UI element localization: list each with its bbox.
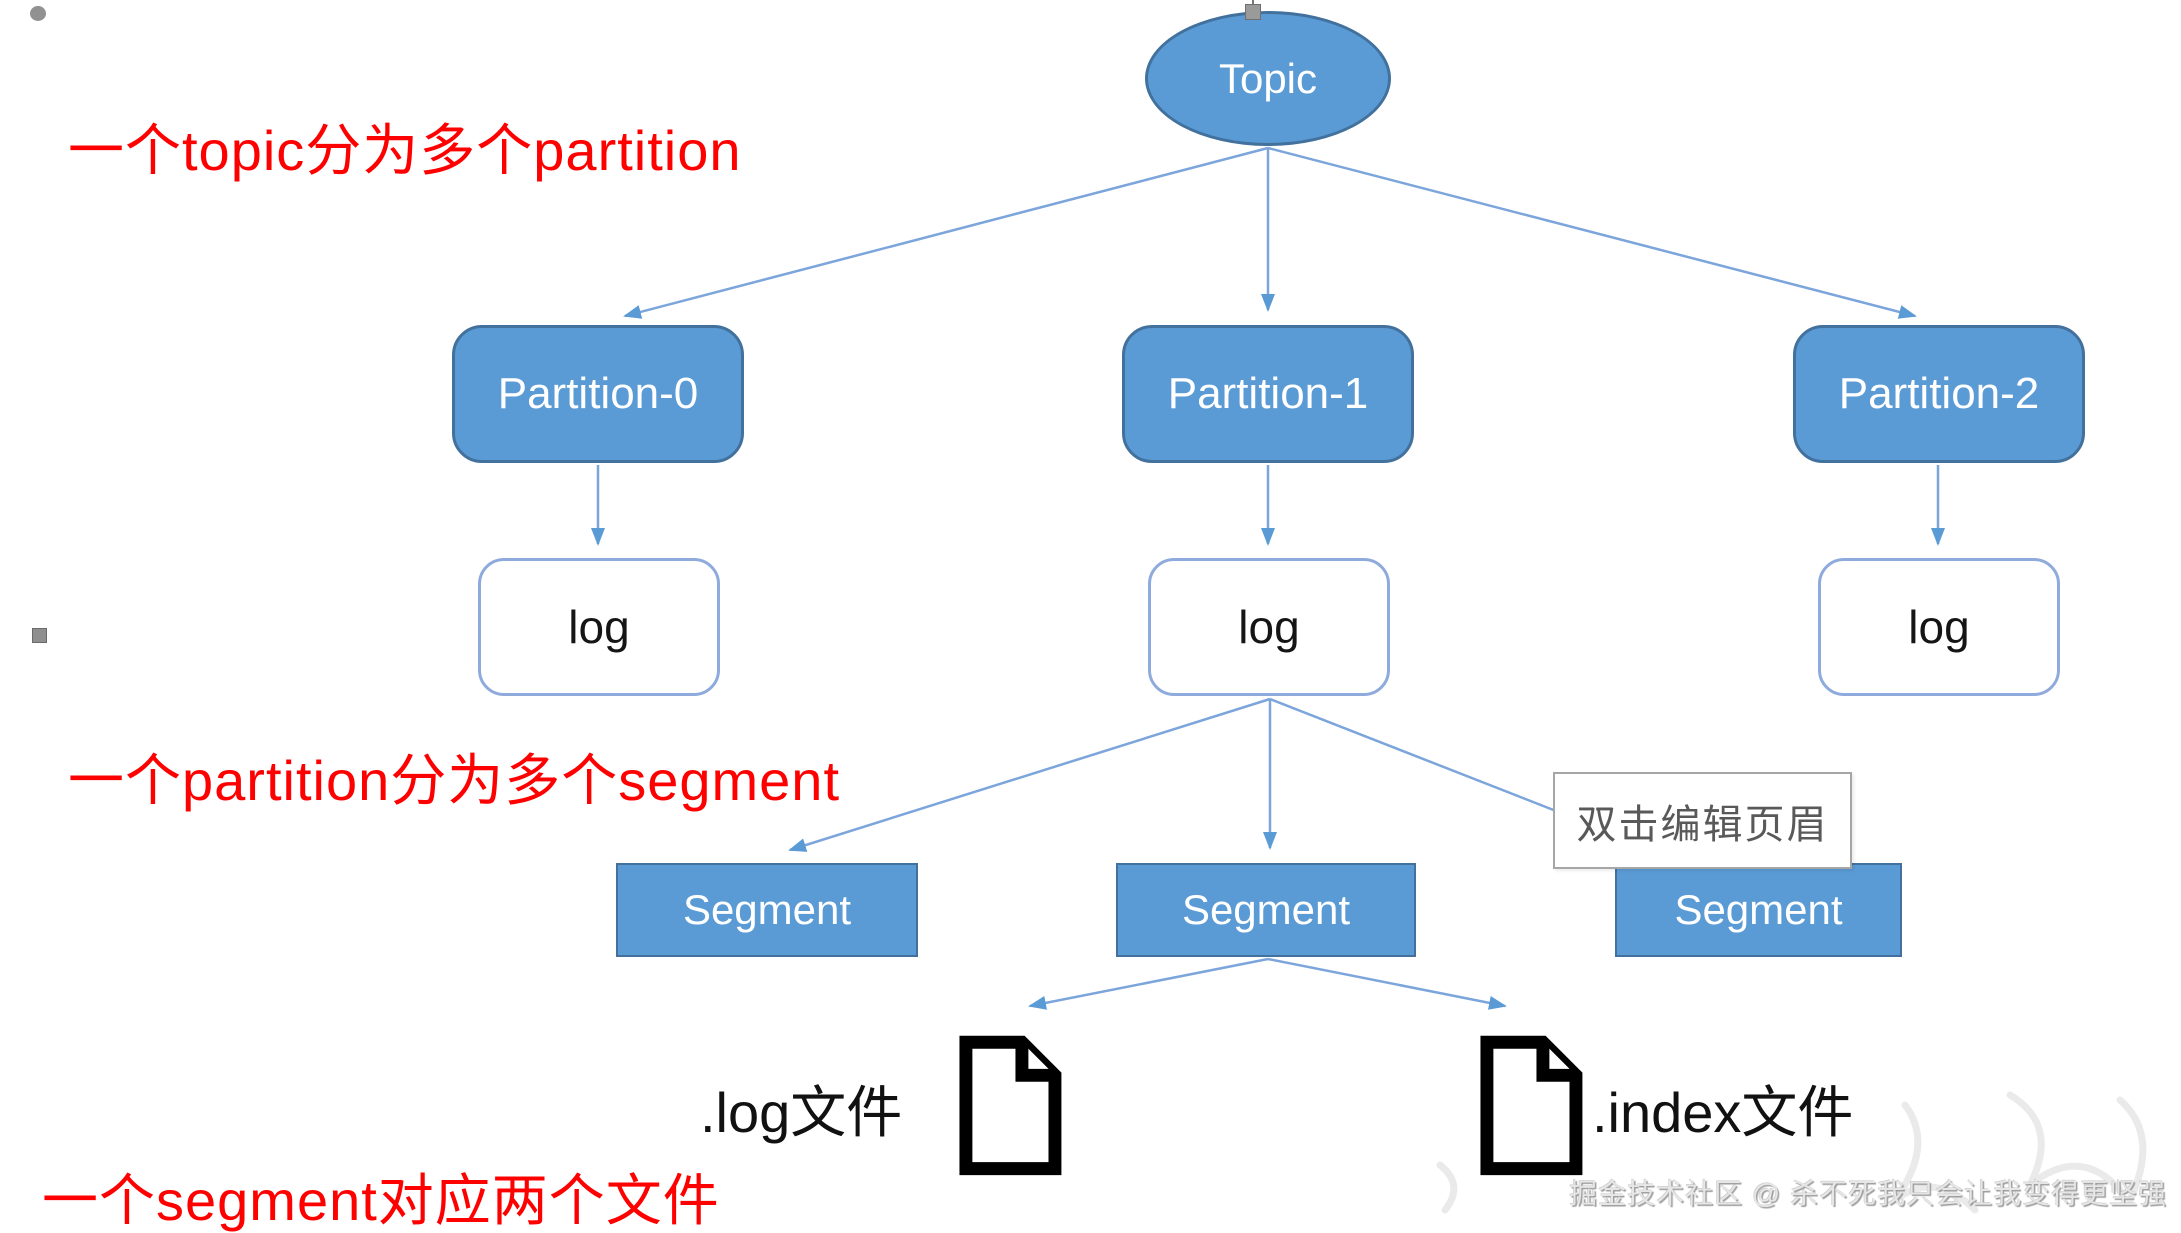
header-edit-tooltip-label: 双击编辑页眉 bbox=[1576, 802, 1829, 847]
log-0-label: log bbox=[568, 601, 630, 653]
index-file-label: .index文件 bbox=[1592, 1081, 1854, 1144]
log-0-node[interactable]: log bbox=[478, 558, 720, 696]
index-file-document-icon[interactable] bbox=[1474, 1032, 1586, 1176]
slide-edge-square-icon bbox=[32, 628, 47, 643]
partition-1-label: Partition-1 bbox=[1167, 369, 1369, 418]
annotation-segment-files[interactable]: 一个segment对应两个文件 bbox=[42, 1169, 720, 1232]
annotation-partition-segment[interactable]: 一个partition分为多个segment bbox=[68, 749, 841, 812]
arrow-segment-to-indexfile bbox=[1267, 957, 1507, 1010]
segment-1-label: Segment bbox=[1181, 886, 1351, 933]
segment-2-label: Segment bbox=[1674, 886, 1843, 933]
arrow-topic-to-partition2 bbox=[1267, 146, 1917, 319]
annotation-topic-partition[interactable]: 一个topic分为多个partition bbox=[68, 119, 742, 182]
log-1-label: log bbox=[1238, 601, 1300, 653]
log-file-document-icon[interactable] bbox=[953, 1032, 1065, 1176]
topic-node[interactable]: Topic bbox=[1145, 11, 1391, 146]
log-file-label: .log文件 bbox=[700, 1081, 903, 1144]
segment-0-label: Segment bbox=[682, 886, 852, 933]
arrow-log-to-segment0 bbox=[788, 697, 1271, 852]
partition-1-node[interactable]: Partition-1 bbox=[1122, 325, 1414, 463]
community-watermark: 掘金技术社区 @ 杀不死我只会让我变得更坚强 bbox=[1569, 1178, 2167, 1209]
segment-0-node[interactable]: Segment bbox=[616, 863, 918, 957]
slide-edge-dot-icon bbox=[30, 6, 46, 21]
partition-0-label: Partition-0 bbox=[497, 369, 699, 418]
partition-2-node[interactable]: Partition-2 bbox=[1793, 325, 2085, 463]
log-2-node[interactable]: log bbox=[1818, 558, 2060, 696]
arrow-topic-to-partition0 bbox=[623, 146, 1269, 319]
selection-handle-stem bbox=[1252, 0, 1254, 6]
arrow-segment-to-logfile bbox=[1028, 957, 1269, 1010]
header-edit-tooltip[interactable]: 双击编辑页眉 bbox=[1553, 772, 1852, 869]
partition-0-node[interactable]: Partition-0 bbox=[452, 325, 744, 463]
segment-2-node[interactable]: Segment bbox=[1615, 863, 1902, 957]
log-1-node[interactable]: log bbox=[1148, 558, 1390, 696]
selection-handle-icon[interactable] bbox=[1245, 4, 1261, 20]
topic-label: Topic bbox=[1218, 54, 1318, 102]
segment-1-node[interactable]: Segment bbox=[1116, 863, 1416, 957]
partition-2-label: Partition-2 bbox=[1838, 369, 2040, 418]
log-2-label: log bbox=[1908, 601, 1970, 653]
